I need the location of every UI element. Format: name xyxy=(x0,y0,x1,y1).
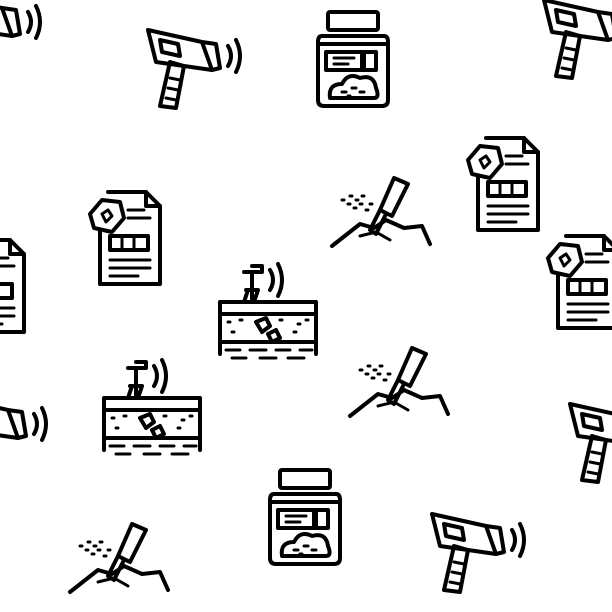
soil-survey-icon xyxy=(102,358,202,456)
sample-jar-icon xyxy=(268,468,342,566)
sample-jar-icon xyxy=(316,10,390,108)
mineral-report-icon xyxy=(466,136,540,232)
mineral-report-icon xyxy=(88,190,162,286)
shovel-dig-icon xyxy=(68,522,170,594)
shovel-dig-icon xyxy=(330,176,432,248)
mineral-report-icon xyxy=(0,238,26,334)
xrf-analyzer-icon xyxy=(0,0,42,76)
xrf-analyzer-icon xyxy=(0,396,48,478)
soil-survey-icon xyxy=(218,262,318,360)
xrf-analyzer-icon xyxy=(542,0,612,80)
xrf-analyzer-icon xyxy=(146,28,242,110)
mineral-report-icon xyxy=(546,234,612,330)
xrf-analyzer-icon xyxy=(430,512,526,594)
xrf-analyzer-icon xyxy=(568,402,612,484)
shovel-dig-icon xyxy=(348,346,450,418)
